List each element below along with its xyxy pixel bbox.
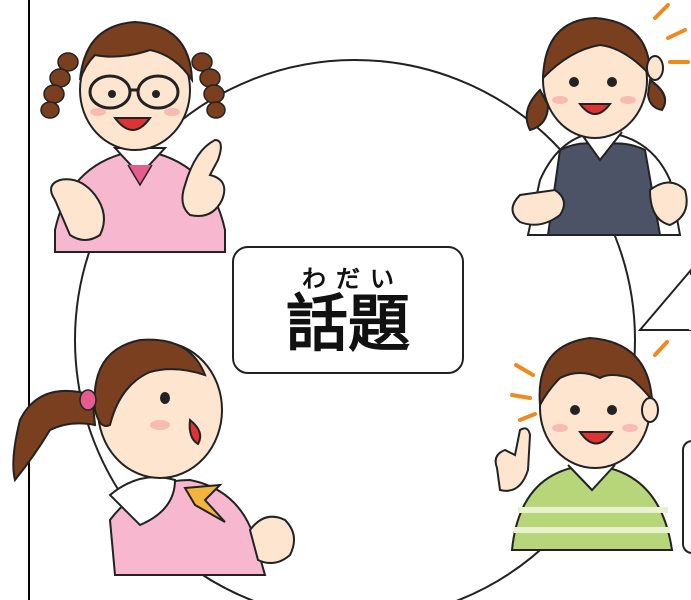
girl-with-apron-character	[511, 3, 690, 236]
speech-bubble-tail	[637, 268, 691, 331]
excitement-lines-icon	[653, 3, 690, 64]
left-border-line	[28, 0, 30, 600]
partial-side-card	[682, 440, 691, 554]
girl-with-glasses-character	[40, 20, 226, 253]
girl-with-ponytail-character	[12, 338, 295, 576]
boy-pointing-character	[494, 336, 674, 551]
topic-word: 話題	[285, 287, 410, 361]
discussion-circle	[74, 59, 636, 600]
topic-ruby: わだい	[302, 265, 404, 294]
glasses-icon	[88, 74, 180, 110]
pointing-finger-icon	[494, 427, 532, 492]
topic-card: わだい 話題	[232, 246, 464, 374]
